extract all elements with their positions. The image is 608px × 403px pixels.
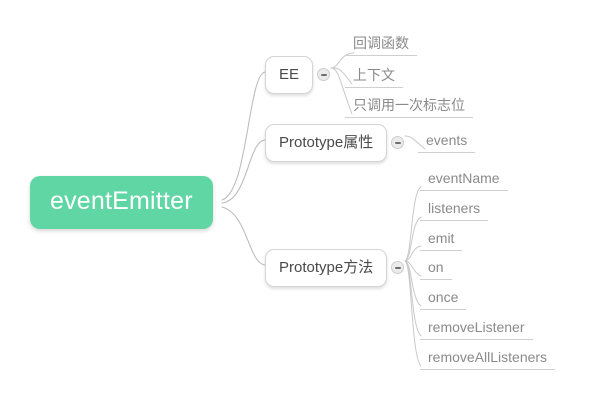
branch-node-prototype-methods[interactable]: Prototype方法 xyxy=(265,249,388,287)
connector-root-to-ee xyxy=(221,71,266,201)
leaf-node-on[interactable]: on xyxy=(420,260,452,280)
minus-icon xyxy=(394,267,401,269)
leaf-node-listeners[interactable]: listeners xyxy=(420,201,489,221)
branch-node-ee[interactable]: EE xyxy=(265,56,314,94)
connector-methods-to-eventname xyxy=(404,186,422,262)
branch-node-prototype-properties[interactable]: Prototype属性 xyxy=(265,124,388,162)
collapse-toggle-prototype-properties[interactable] xyxy=(391,136,404,149)
connector-methods-to-emit xyxy=(404,245,422,262)
root-node-eventemitter[interactable]: eventEmitter xyxy=(30,176,213,229)
leaf-node-callback-function[interactable]: 回调函数 xyxy=(345,36,417,56)
connector-root-to-prototype-methods xyxy=(221,206,266,266)
leaf-node-emit[interactable]: emit xyxy=(420,231,463,251)
leaf-node-eventname[interactable]: eventName xyxy=(420,171,508,191)
collapse-toggle-ee[interactable] xyxy=(317,68,330,81)
connector-methods-to-removelistener xyxy=(404,260,422,337)
connector-methods-to-once xyxy=(404,260,422,307)
connector-methods-to-on xyxy=(404,260,422,277)
root-connector-group xyxy=(221,71,266,266)
collapse-toggle-prototype-methods[interactable] xyxy=(391,261,404,274)
leaf-node-events[interactable]: events xyxy=(418,133,476,153)
minus-icon xyxy=(394,142,401,144)
leaf-node-removealllisteners[interactable]: removeAllListeners xyxy=(420,350,556,370)
leaf-node-context[interactable]: 上下文 xyxy=(345,68,403,88)
leaf-node-call-once-flag[interactable]: 只调用一次标志位 xyxy=(345,98,473,118)
leaf-node-removelistener[interactable]: removeListener xyxy=(420,320,533,340)
connector-root-to-prototype-props xyxy=(221,139,266,204)
leaf-node-once[interactable]: once xyxy=(420,290,467,310)
connector-methods-to-listeners xyxy=(404,216,422,262)
connector-methods-to-removealllisteners xyxy=(404,260,422,367)
minus-icon xyxy=(320,74,327,76)
